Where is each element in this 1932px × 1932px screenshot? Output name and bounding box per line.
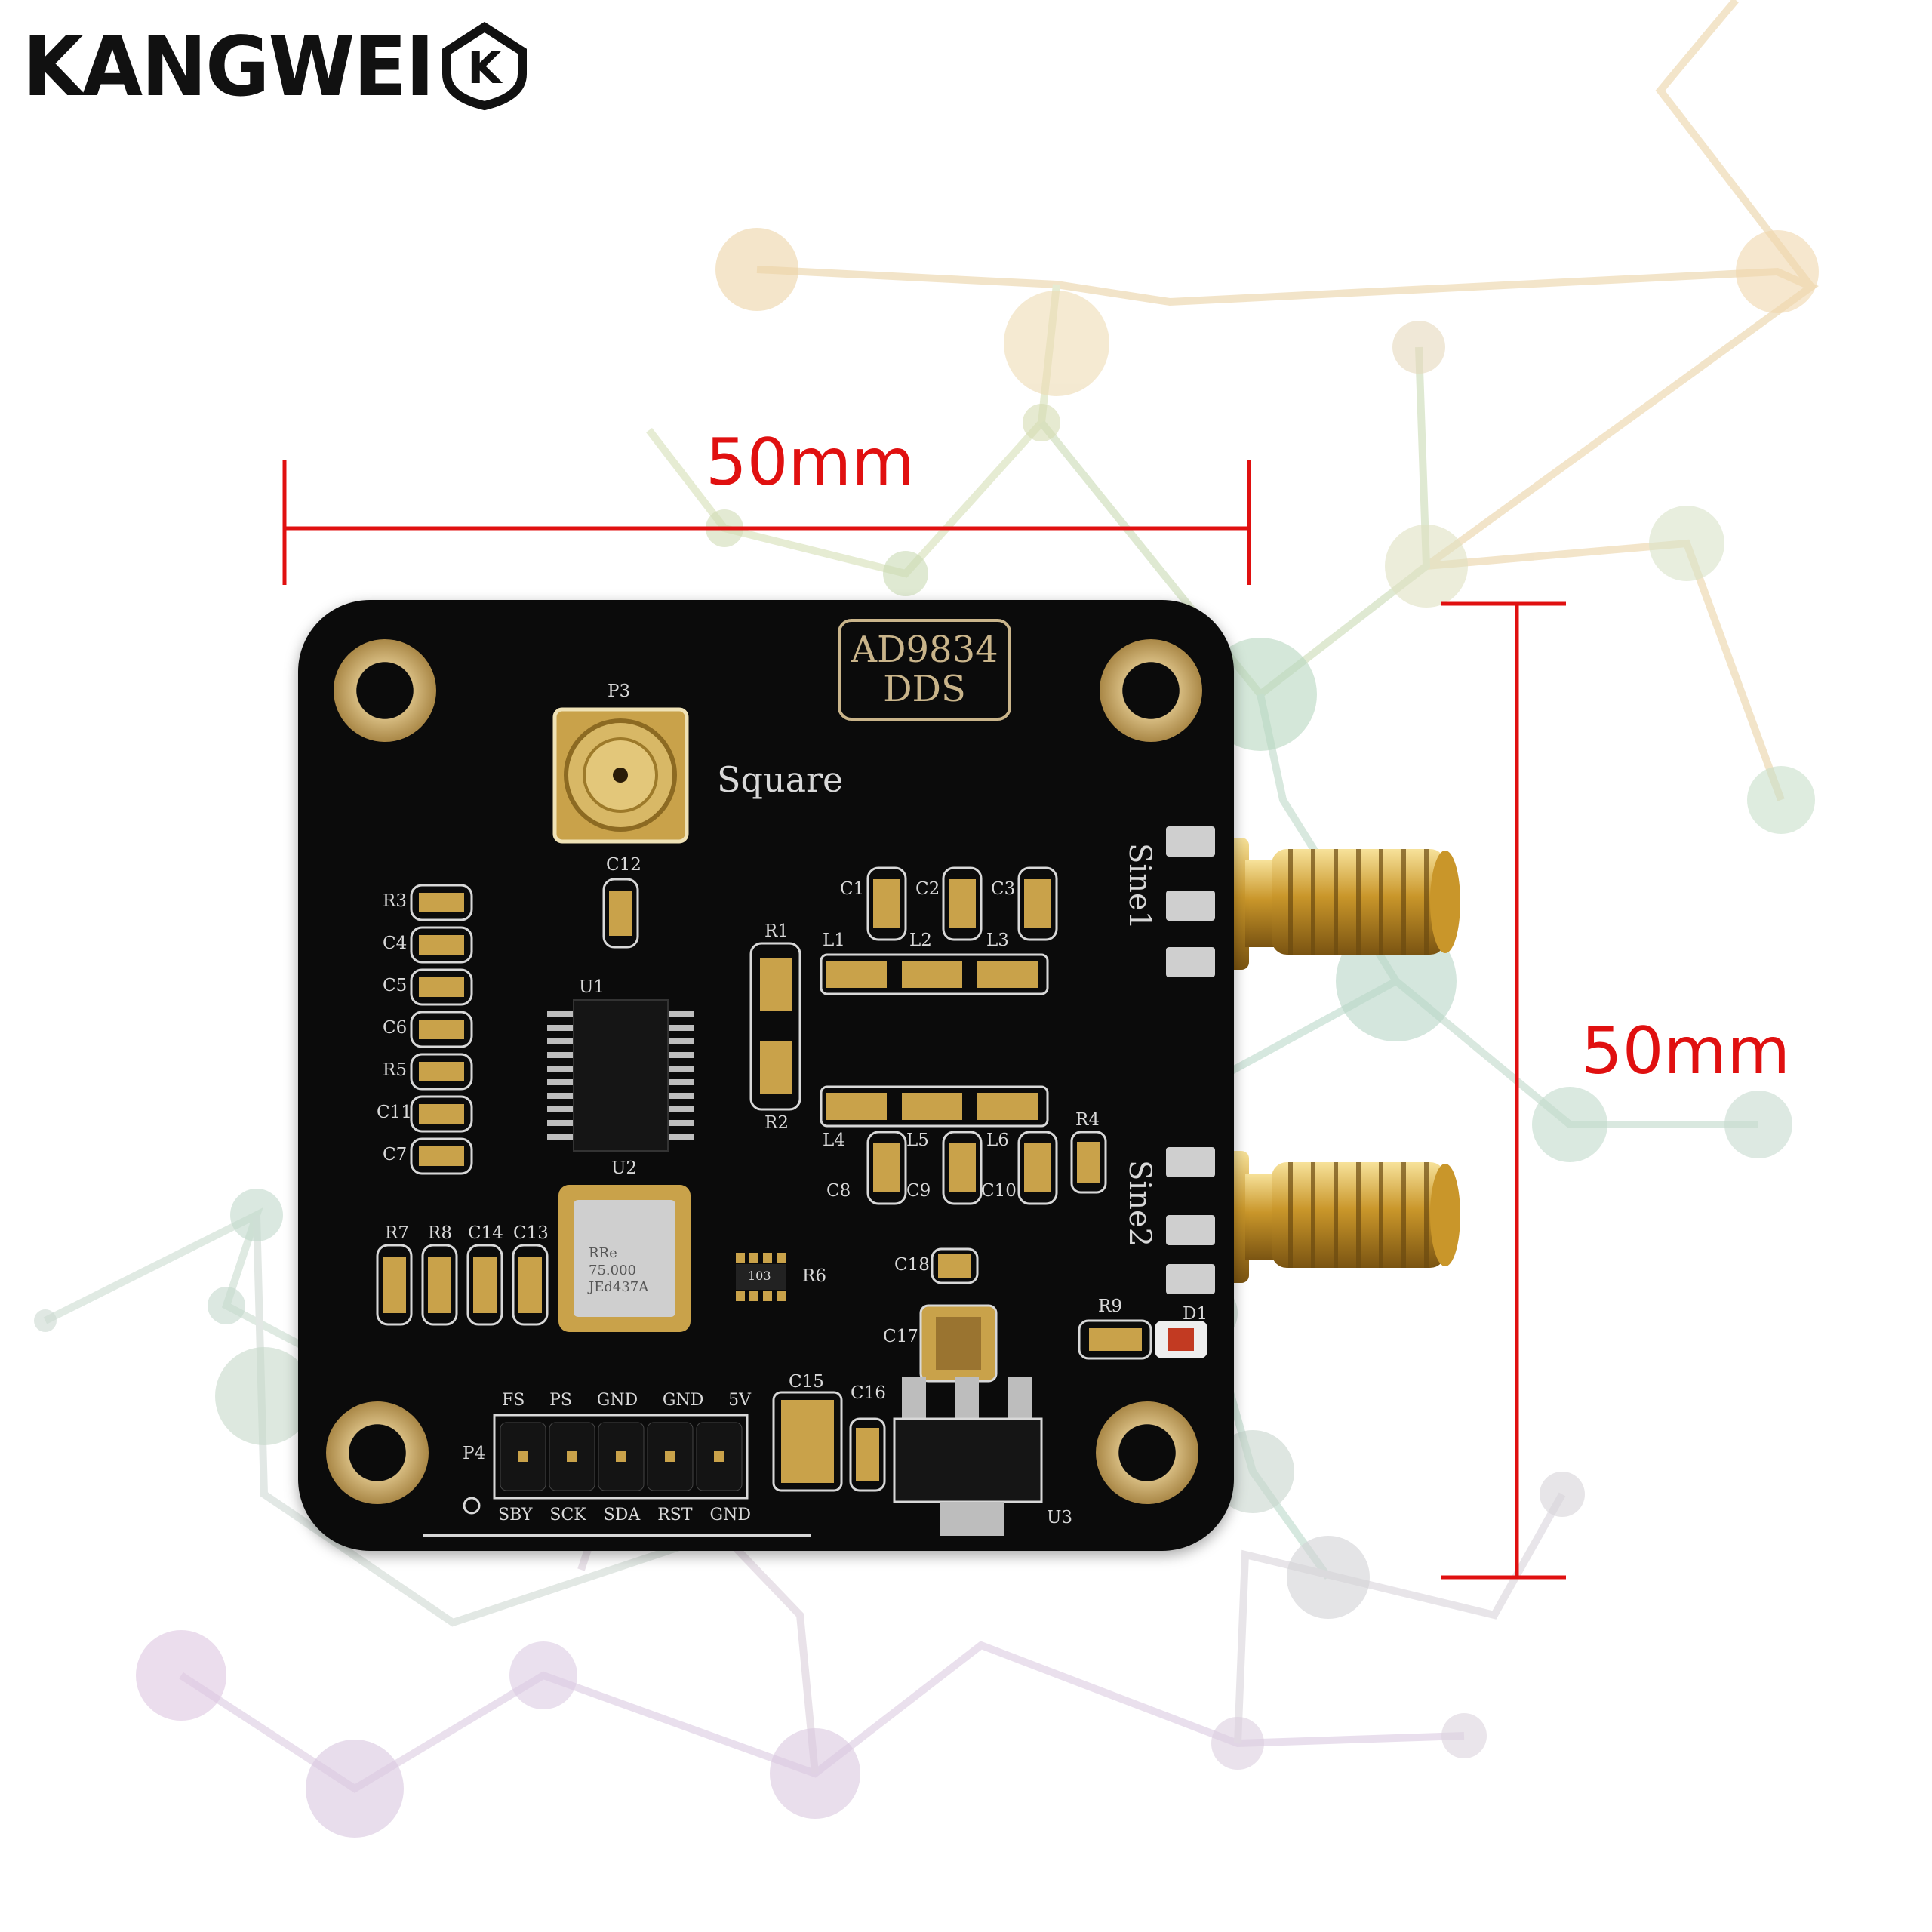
left-passive-column — [410, 884, 473, 1175]
square-sma-connector — [552, 707, 689, 844]
height-dimension-label: 50mm — [1581, 1014, 1790, 1089]
c9-designator: C9 — [906, 1181, 931, 1201]
c3-designator: C3 — [991, 879, 1016, 899]
r6-designator: R6 — [802, 1266, 826, 1286]
u2-oscillator — [558, 1185, 691, 1332]
brand-mark-icon: K — [441, 21, 527, 111]
l6-designator: L6 — [986, 1131, 1009, 1150]
r8-designator: R8 — [428, 1223, 452, 1243]
r4-designator: R4 — [1075, 1110, 1100, 1130]
c5-designator: C5 — [383, 976, 408, 995]
c14-designator: C14 — [468, 1223, 503, 1243]
brand-logo: KANGWEI K — [23, 21, 530, 112]
sine2-output-label: Sine2 — [1122, 1160, 1157, 1247]
r2-designator: R2 — [764, 1113, 789, 1133]
sma-edge-pads — [1166, 826, 1215, 1294]
c17-designator: C17 — [883, 1327, 918, 1346]
u1-designator: U1 — [579, 977, 605, 997]
p3-designator: P3 — [608, 681, 631, 701]
r6-marking: 103 — [748, 1269, 771, 1283]
filter-bottom — [820, 1085, 1107, 1205]
c18-capacitor — [931, 1247, 979, 1284]
r5-designator: R5 — [383, 1060, 407, 1080]
c10-designator: C10 — [981, 1181, 1017, 1201]
square-output-label: Square — [717, 759, 844, 800]
brand-mark-letter: K — [467, 42, 503, 94]
c6-designator: C6 — [383, 1018, 408, 1038]
ad9834-dds-label: AD9834 DDS — [838, 619, 1011, 721]
c11-designator: C11 — [377, 1103, 412, 1122]
r9-designator: R9 — [1098, 1297, 1122, 1316]
l4-designator: L4 — [823, 1131, 845, 1150]
u3-voltage-regulator — [893, 1377, 1043, 1536]
mounting-holes — [326, 639, 1202, 1504]
c7-designator: C7 — [383, 1145, 408, 1164]
c16-capacitor — [849, 1417, 886, 1492]
filter-top — [820, 866, 1058, 995]
oscillator-marking: RRe 75.000 JEd437A — [589, 1245, 649, 1295]
p4-pin-header — [463, 1414, 749, 1515]
u1-dds-chip — [547, 999, 694, 1152]
header-top-labels: FS PS GND GND 5V — [502, 1391, 751, 1410]
r1-designator: R1 — [764, 921, 789, 941]
l1-designator: L1 — [823, 931, 845, 950]
r6-resistor-array — [736, 1253, 786, 1301]
c4-designator: C4 — [383, 934, 408, 953]
u2-designator: U2 — [611, 1158, 638, 1178]
c15-designator: C15 — [789, 1372, 824, 1392]
c8-designator: C8 — [826, 1181, 851, 1201]
width-dimension-label: 50mm — [706, 425, 915, 500]
c13-designator: C13 — [513, 1223, 549, 1243]
pcb-board: AD9834 DDS Square Sine1 Sine2 P3 C12 U1 … — [298, 600, 1234, 1551]
sine1-output-label: Sine1 — [1122, 843, 1157, 931]
u3-designator: U3 — [1047, 1508, 1073, 1527]
c15-capacitor — [772, 1391, 843, 1492]
l2-designator: L2 — [909, 931, 932, 950]
c18-designator: C18 — [894, 1255, 930, 1275]
c16-designator: C16 — [851, 1383, 886, 1403]
header-bottom-labels: SBY SCK SDA RST GND — [498, 1506, 751, 1524]
l5-designator: L5 — [906, 1131, 929, 1150]
c1-designator: C1 — [840, 879, 865, 899]
d1-designator: D1 — [1183, 1304, 1208, 1324]
r3-designator: R3 — [383, 891, 407, 911]
r1-r2-resistors — [749, 942, 801, 1111]
r7-designator: R7 — [385, 1223, 409, 1243]
l3-designator: L3 — [986, 931, 1009, 950]
r9-resistor — [1078, 1319, 1152, 1360]
pcb-artwork — [326, 639, 1215, 1537]
r7-r8-c13-c14 — [376, 1244, 549, 1326]
chip-name: AD9834 — [851, 628, 998, 671]
c12-capacitor — [602, 878, 639, 949]
c12-designator: C12 — [606, 855, 641, 875]
brand-wordmark: KANGWEI — [23, 17, 435, 115]
chip-type: DDS — [883, 667, 966, 710]
c2-designator: C2 — [915, 879, 940, 899]
p4-designator: P4 — [463, 1444, 486, 1463]
